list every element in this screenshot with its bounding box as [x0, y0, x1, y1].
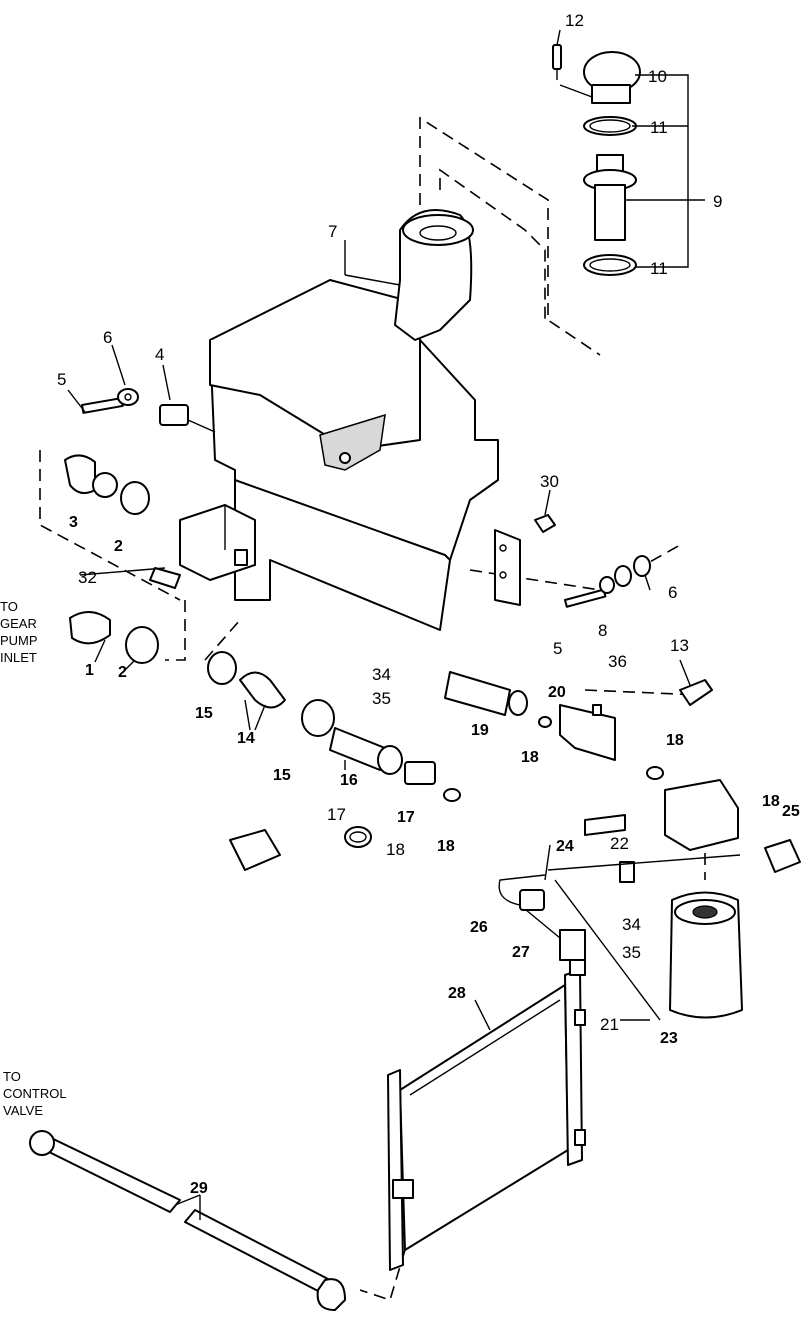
label-18: 18 [386, 840, 405, 859]
valve-20 [559, 704, 616, 761]
label-13: 13 [670, 636, 689, 655]
label-9: 9 [713, 192, 722, 211]
label-35: 35 [372, 689, 391, 708]
label-15: 15 [195, 705, 213, 722]
label-3: 3 [69, 514, 78, 531]
nut-34 [619, 861, 635, 883]
filter-head-22 [664, 779, 739, 851]
filter-assembly [534, 514, 801, 1019]
label-36: 36 [608, 652, 627, 671]
switch-13 [679, 679, 713, 706]
note-gear-pump: TO GEAR PUMP INLET [0, 599, 38, 665]
nut-30 [534, 514, 556, 533]
switch-4 [159, 404, 189, 426]
note-line: CONTROL [3, 1086, 67, 1101]
label-8: 8 [598, 621, 607, 640]
washer-6 [117, 388, 139, 406]
washer-6-right [614, 565, 632, 587]
note-line: VALVE [3, 1103, 43, 1118]
filter-19 [444, 671, 511, 716]
label-2: 2 [118, 664, 127, 681]
label-30: 30 [540, 472, 559, 491]
hose-14 [239, 671, 286, 709]
label-26: 26 [470, 919, 488, 936]
label-35: 35 [622, 943, 641, 962]
label-28: 28 [448, 985, 466, 1002]
note-line: PUMP [0, 633, 38, 648]
reservoir-tank [179, 209, 521, 631]
filler-cap-assembly [552, 44, 705, 276]
adapter-16 [329, 727, 386, 771]
tee-17 [229, 829, 281, 871]
label-29: 29 [190, 1180, 208, 1197]
label-27: 27 [512, 944, 530, 961]
clamp-15-left [207, 651, 237, 685]
note-line: TO [0, 599, 18, 614]
label-12: 12 [565, 11, 584, 30]
hoses [498, 854, 741, 1021]
label-34: 34 [372, 665, 391, 684]
hose-29 [29, 1130, 346, 1311]
label-1: 1 [85, 662, 94, 679]
label-11: 11 [650, 259, 668, 278]
filter-23 [669, 891, 743, 1019]
label-20: 20 [548, 684, 566, 701]
clamp-2-lower [125, 626, 159, 664]
leader-lines [67, 29, 691, 1220]
label-16: 16 [340, 772, 358, 789]
elbow-1 [69, 611, 111, 645]
label-21: 21 [600, 1015, 619, 1034]
label-18: 18 [666, 732, 684, 749]
label-23: 23 [660, 1030, 678, 1047]
label-11: 11 [650, 118, 668, 137]
label-10: 10 [648, 67, 667, 86]
middle-fittings [207, 651, 713, 871]
label-18: 18 [437, 838, 455, 855]
elbow-27 [559, 929, 586, 961]
note-line: TO [3, 1069, 21, 1084]
label-2: 2 [114, 538, 123, 555]
part-labels: 12 10 11 9 11 7 6 4 5 3 2 32 30 6 8 5 1 … [57, 11, 800, 1197]
elbow-25 [764, 839, 801, 873]
fitting-26 [519, 889, 545, 911]
switch-24 [584, 814, 626, 836]
bolt-5 [80, 397, 124, 414]
note-line: GEAR [0, 616, 37, 631]
label-34: 34 [622, 915, 641, 934]
note-control-valve: TO CONTROL VALVE [3, 1069, 67, 1118]
note-line: INLET [0, 650, 37, 665]
clamp-15-right [301, 699, 335, 737]
label-24: 24 [556, 838, 574, 855]
label-6: 6 [103, 328, 112, 347]
label-5: 5 [57, 370, 66, 389]
label-17: 17 [397, 809, 415, 826]
label-18: 18 [521, 749, 539, 766]
label-18: 18 [762, 793, 780, 810]
washer-8 [599, 576, 615, 594]
hose-3 [64, 454, 96, 495]
oil-cooler-28 [387, 959, 586, 1271]
label-15: 15 [273, 767, 291, 784]
label-32: 32 [78, 568, 97, 587]
bolt-5-right [564, 588, 607, 608]
label-7: 7 [328, 222, 337, 241]
left-fittings [64, 388, 216, 664]
label-25: 25 [782, 803, 800, 820]
label-22: 22 [610, 834, 629, 853]
label-19: 19 [471, 722, 489, 739]
oring-18 [344, 826, 372, 848]
screw-12 [552, 44, 562, 70]
bracket-32 [149, 567, 181, 589]
fitting-17 [404, 761, 436, 785]
label-5: 5 [553, 639, 562, 658]
gasket-11-bottom [583, 254, 637, 276]
label-17: 17 [327, 805, 346, 824]
label-4: 4 [155, 345, 164, 364]
clamp-2-upper [120, 481, 150, 515]
label-14: 14 [237, 730, 255, 747]
label-6: 6 [668, 583, 677, 602]
